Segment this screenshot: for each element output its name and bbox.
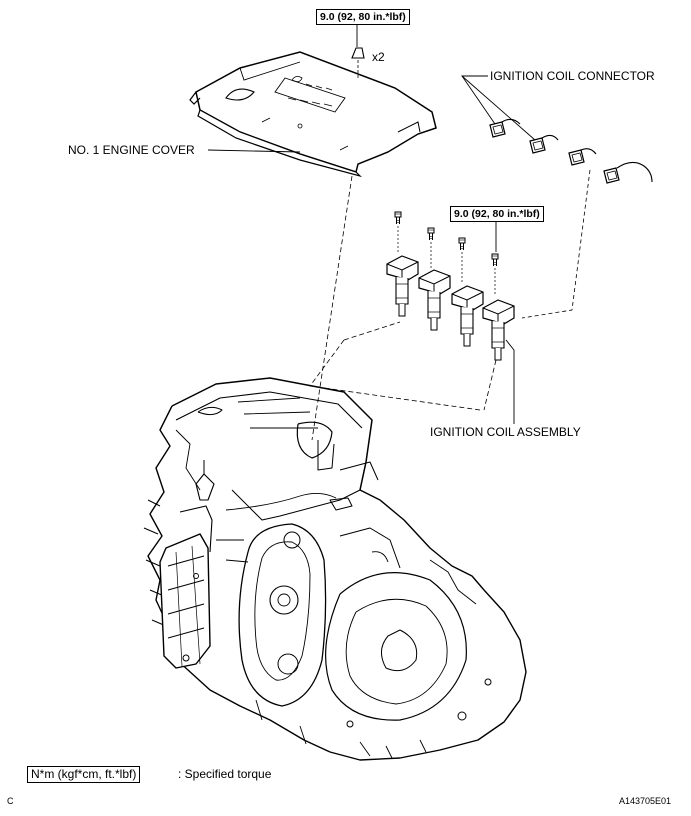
torque-spec-cover-nut: 9.0 (92, 80 in.*lbf)	[316, 9, 410, 25]
leader-connector-2	[461, 75, 536, 141]
ignition-coils	[386, 255, 515, 361]
leader-engine-cover	[207, 149, 301, 153]
figure-id: A143705E01	[619, 796, 672, 806]
quantity-label: x2	[372, 50, 385, 64]
legend-text: : Specified torque	[178, 767, 272, 781]
torque-spec-coil-bolt: 9.0 (92, 80 in.*lbf)	[450, 206, 544, 222]
legend-torque-unit-box: N*m (kgf*cm, ft.*lbf)	[27, 766, 141, 783]
dashed-connector-to-coil	[521, 169, 591, 319]
ignition-coil-connectors	[489, 118, 653, 184]
coil-bolts	[394, 211, 499, 296]
ignition-coil-assembly-label: IGNITION COIL ASSEMBLY	[430, 425, 581, 439]
leader-coil-assembly	[505, 339, 515, 424]
engine-illustration	[143, 377, 527, 761]
engine-cover-illustration	[189, 47, 437, 178]
engine-cover-label: NO. 1 ENGINE COVER	[68, 143, 195, 157]
ignition-coil-connector-label: IGNITION COIL CONNECTOR	[490, 69, 655, 83]
footer-left-code: C	[7, 796, 14, 806]
